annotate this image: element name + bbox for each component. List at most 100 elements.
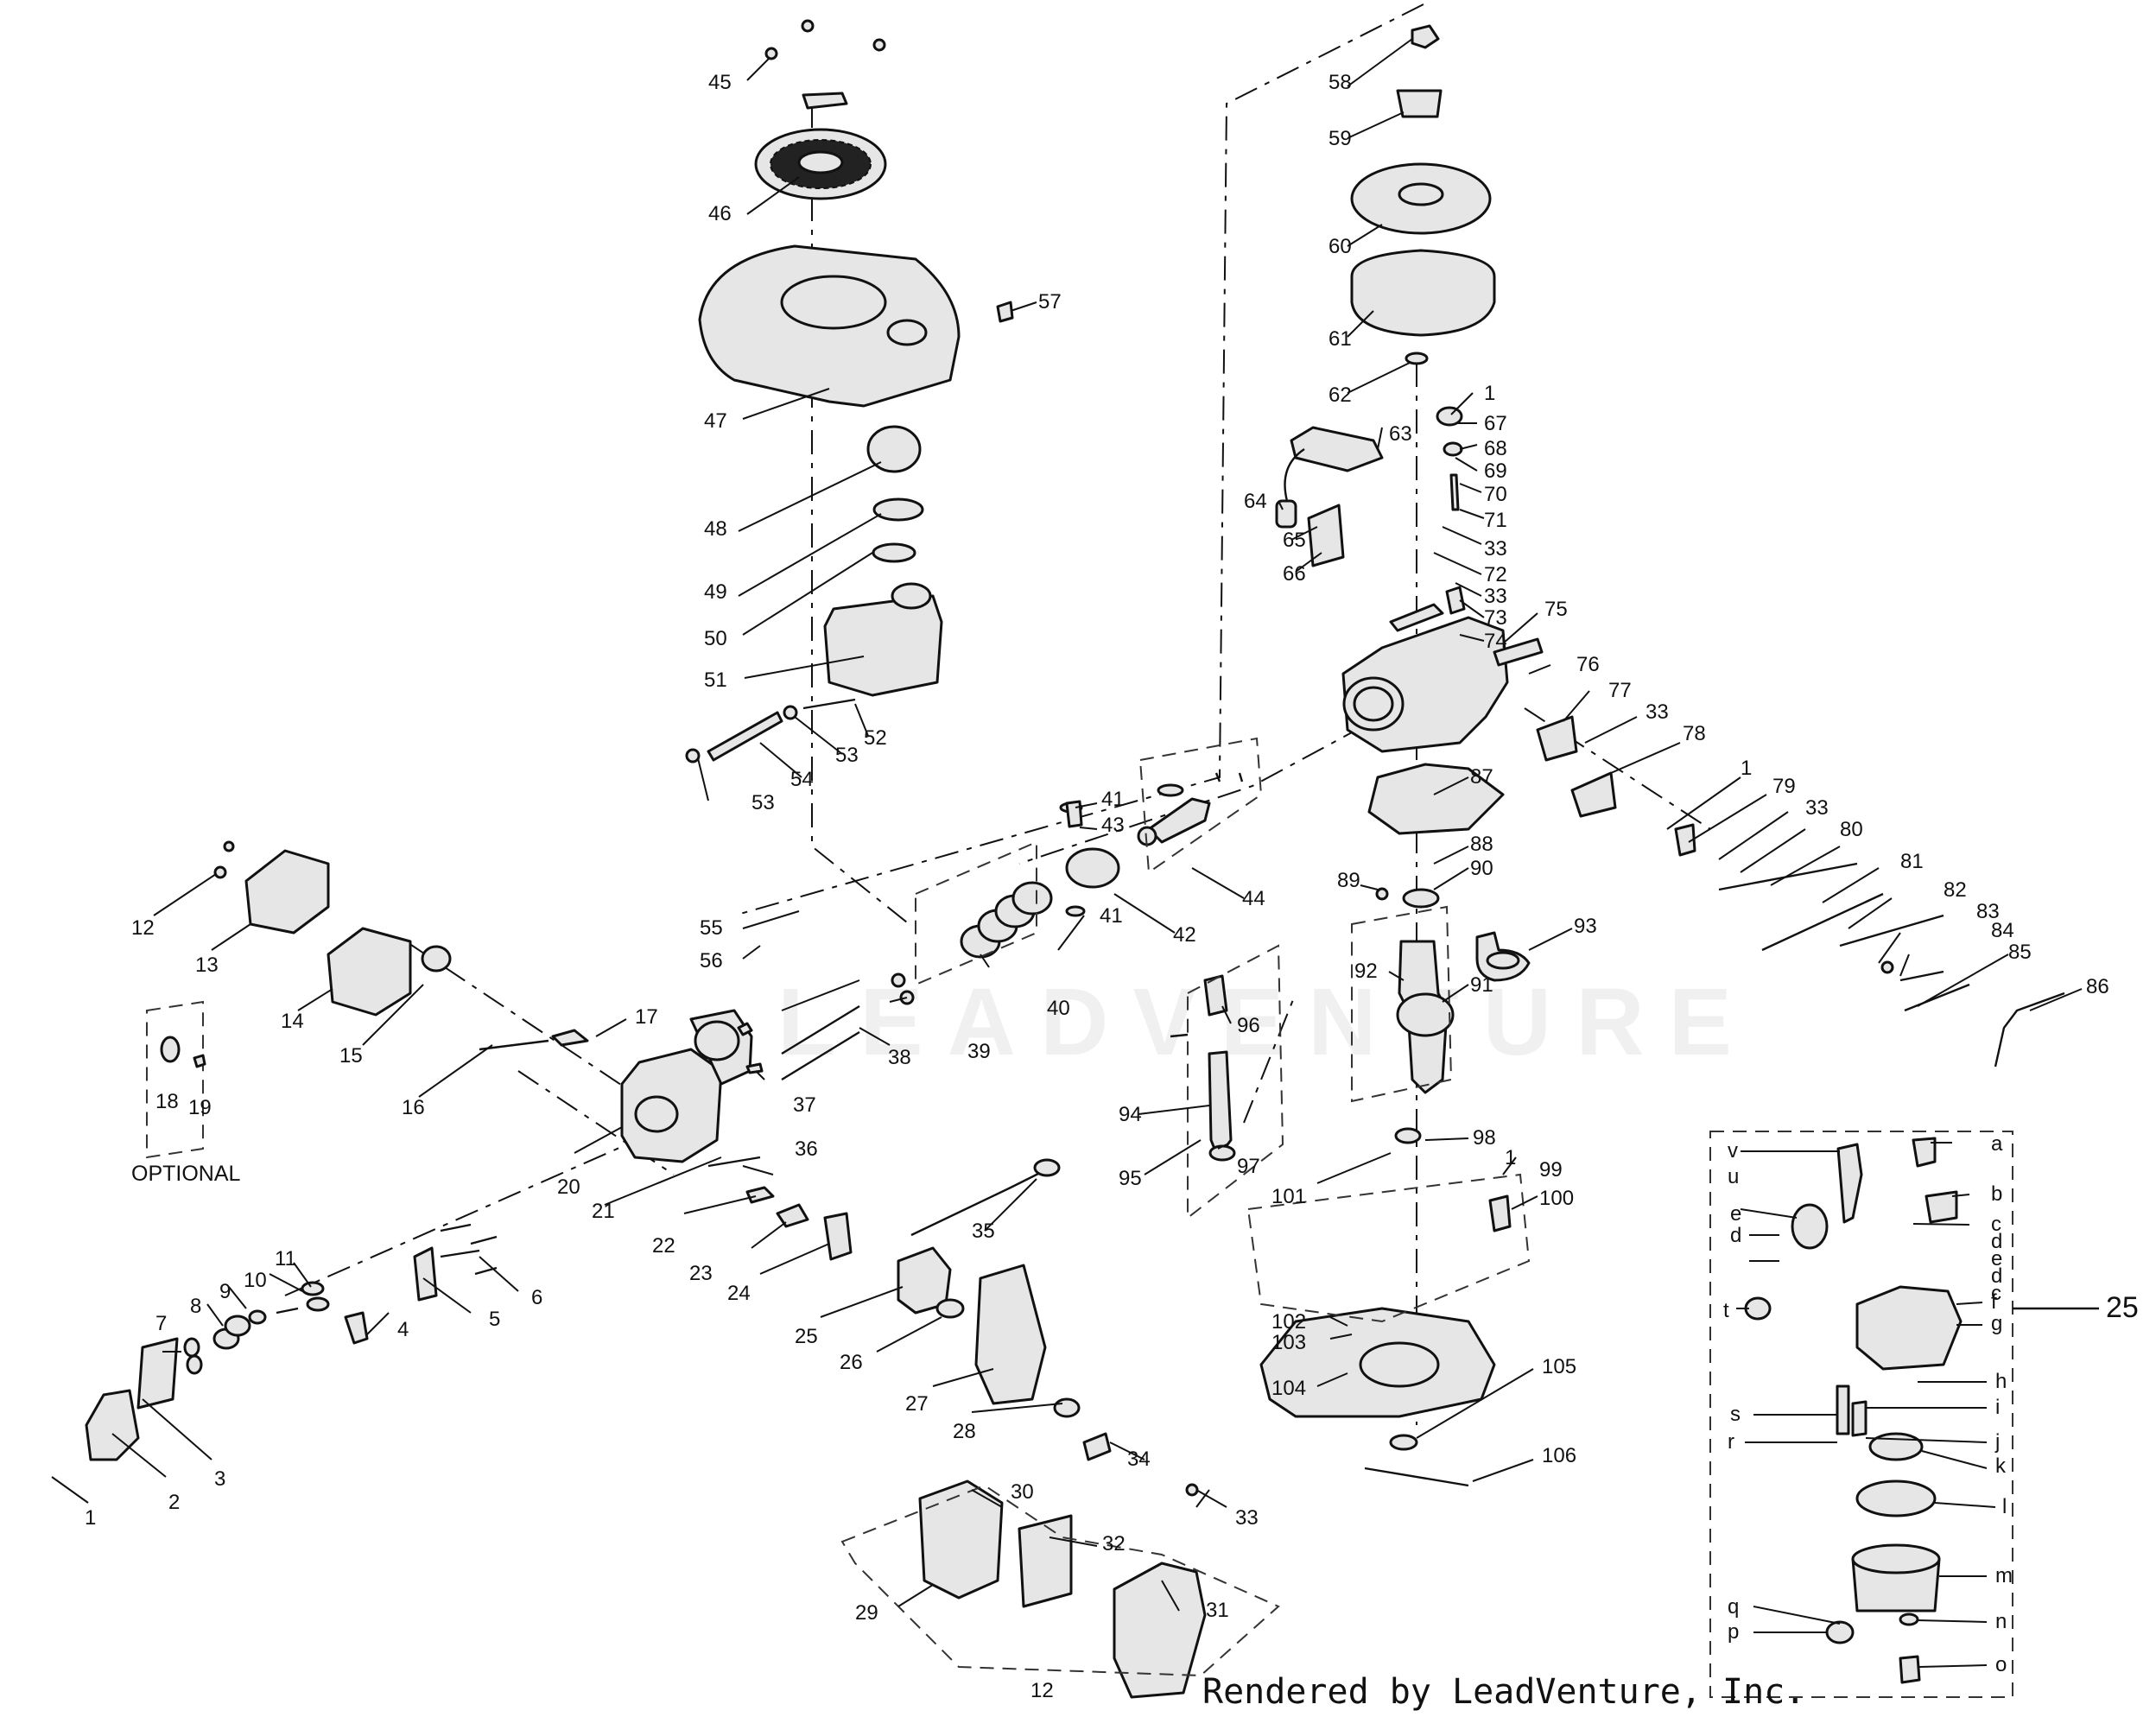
label-h: h bbox=[1995, 1370, 2007, 1393]
label-d2: d bbox=[1991, 1230, 2002, 1253]
label-1c: 1 bbox=[1741, 757, 1752, 780]
crankcase-sump-cover bbox=[1259, 1127, 1512, 1487]
label-36: 36 bbox=[795, 1137, 818, 1161]
label-12b: 12 bbox=[1030, 1679, 1054, 1702]
label-93: 93 bbox=[1574, 915, 1597, 938]
label-i: i bbox=[1995, 1396, 2000, 1419]
rendered-by-credit: Rendered by LeadVenture, Inc. bbox=[1202, 1672, 1806, 1712]
label-22: 22 bbox=[652, 1234, 675, 1258]
label-96: 96 bbox=[1237, 1014, 1260, 1037]
label-v: v bbox=[1728, 1139, 1738, 1163]
label-3: 3 bbox=[214, 1467, 225, 1491]
label-66: 66 bbox=[1283, 562, 1306, 586]
label-88: 88 bbox=[1470, 833, 1493, 856]
label-65: 65 bbox=[1283, 529, 1306, 552]
label-95: 95 bbox=[1119, 1167, 1142, 1190]
flywheel-assembly bbox=[1350, 24, 1496, 365]
label-c2: c bbox=[1991, 1282, 2001, 1305]
label-34: 34 bbox=[1127, 1448, 1151, 1471]
blower-housing-shroud bbox=[698, 244, 1014, 408]
label-76: 76 bbox=[1576, 653, 1600, 676]
label-15: 15 bbox=[339, 1044, 363, 1068]
label-60: 60 bbox=[1328, 235, 1352, 258]
label-91: 91 bbox=[1470, 973, 1493, 997]
label-105: 105 bbox=[1542, 1355, 1576, 1378]
label-9: 9 bbox=[219, 1280, 231, 1303]
label-52: 52 bbox=[864, 726, 887, 750]
label-44: 44 bbox=[1242, 887, 1265, 910]
label-14: 14 bbox=[281, 1010, 304, 1033]
label-78: 78 bbox=[1683, 722, 1706, 745]
label-33c: 33 bbox=[1484, 585, 1507, 608]
label-72: 72 bbox=[1484, 563, 1507, 586]
label-a: a bbox=[1991, 1132, 2003, 1156]
oil-dipstick-assembly bbox=[1170, 974, 1236, 1162]
label-42: 42 bbox=[1173, 923, 1196, 947]
label-19: 19 bbox=[188, 1096, 212, 1119]
label-d3: d bbox=[1991, 1264, 2002, 1288]
label-25-kit: 25 bbox=[2106, 1291, 2139, 1324]
label-25: 25 bbox=[795, 1325, 818, 1348]
label-s: s bbox=[1730, 1403, 1741, 1426]
label-71: 71 bbox=[1484, 509, 1507, 532]
label-94: 94 bbox=[1119, 1103, 1142, 1126]
label-20: 20 bbox=[557, 1175, 580, 1199]
label-38: 38 bbox=[888, 1046, 911, 1069]
label-5: 5 bbox=[489, 1308, 500, 1331]
label-43: 43 bbox=[1101, 814, 1125, 837]
label-24: 24 bbox=[727, 1282, 751, 1305]
label-c1: c bbox=[1991, 1213, 2001, 1236]
crankcase-block bbox=[1341, 616, 1544, 753]
label-29: 29 bbox=[855, 1601, 878, 1625]
cylinder-head-assembly bbox=[479, 1004, 860, 1261]
label-31: 31 bbox=[1206, 1599, 1229, 1622]
label-4: 4 bbox=[397, 1318, 409, 1341]
governor-linkage-parts bbox=[1536, 715, 2065, 1068]
label-10: 10 bbox=[244, 1269, 267, 1292]
crankshaft-and-cam bbox=[1367, 763, 1531, 1094]
label-1: 1 bbox=[85, 1506, 96, 1530]
label-j: j bbox=[1994, 1430, 2000, 1454]
valve-cover-assembly bbox=[85, 1223, 498, 1461]
label-b: b bbox=[1991, 1182, 2002, 1206]
label-26: 26 bbox=[840, 1351, 863, 1374]
ignition-coil-and-governor bbox=[1275, 406, 1466, 632]
label-87: 87 bbox=[1470, 765, 1493, 789]
label-84: 84 bbox=[1991, 919, 2014, 942]
label-46: 46 bbox=[708, 202, 732, 225]
label-40: 40 bbox=[1047, 997, 1070, 1020]
label-99: 99 bbox=[1539, 1158, 1563, 1182]
label-33b: 33 bbox=[1484, 537, 1507, 561]
label-41: 41 bbox=[1101, 788, 1125, 811]
label-1b: 1 bbox=[1484, 382, 1495, 405]
label-6: 6 bbox=[531, 1286, 542, 1309]
label-7: 7 bbox=[155, 1312, 167, 1335]
label-33d: 33 bbox=[1646, 700, 1669, 724]
label-o: o bbox=[1995, 1653, 2007, 1676]
label-8: 8 bbox=[190, 1295, 201, 1318]
fuel-tank-assembly bbox=[685, 425, 943, 763]
label-58: 58 bbox=[1328, 71, 1352, 94]
label-12: 12 bbox=[131, 916, 155, 940]
label-61: 61 bbox=[1328, 327, 1352, 351]
label-39: 39 bbox=[967, 1040, 991, 1063]
label-90: 90 bbox=[1470, 857, 1493, 880]
label-47: 47 bbox=[704, 409, 727, 433]
label-f: f bbox=[1991, 1290, 1997, 1314]
label-r: r bbox=[1728, 1430, 1734, 1454]
label-100: 100 bbox=[1539, 1187, 1574, 1210]
label-59: 59 bbox=[1328, 127, 1352, 150]
label-57: 57 bbox=[1038, 290, 1062, 314]
leader-lines bbox=[51, 38, 2083, 1668]
label-102: 102 bbox=[1271, 1310, 1306, 1334]
label-85: 85 bbox=[2008, 941, 2032, 964]
label-2: 2 bbox=[168, 1491, 180, 1514]
part-number-labels: 1 2 3 4 5 6 7 8 9 10 11 12 13 14 15 16 1… bbox=[85, 71, 2139, 1702]
label-86: 86 bbox=[2086, 975, 2109, 998]
label-33: 33 bbox=[1235, 1506, 1259, 1530]
label-g: g bbox=[1991, 1312, 2002, 1335]
optional-caption: OPTIONAL bbox=[131, 1162, 241, 1186]
label-62: 62 bbox=[1328, 383, 1352, 407]
label-103: 103 bbox=[1271, 1331, 1306, 1354]
